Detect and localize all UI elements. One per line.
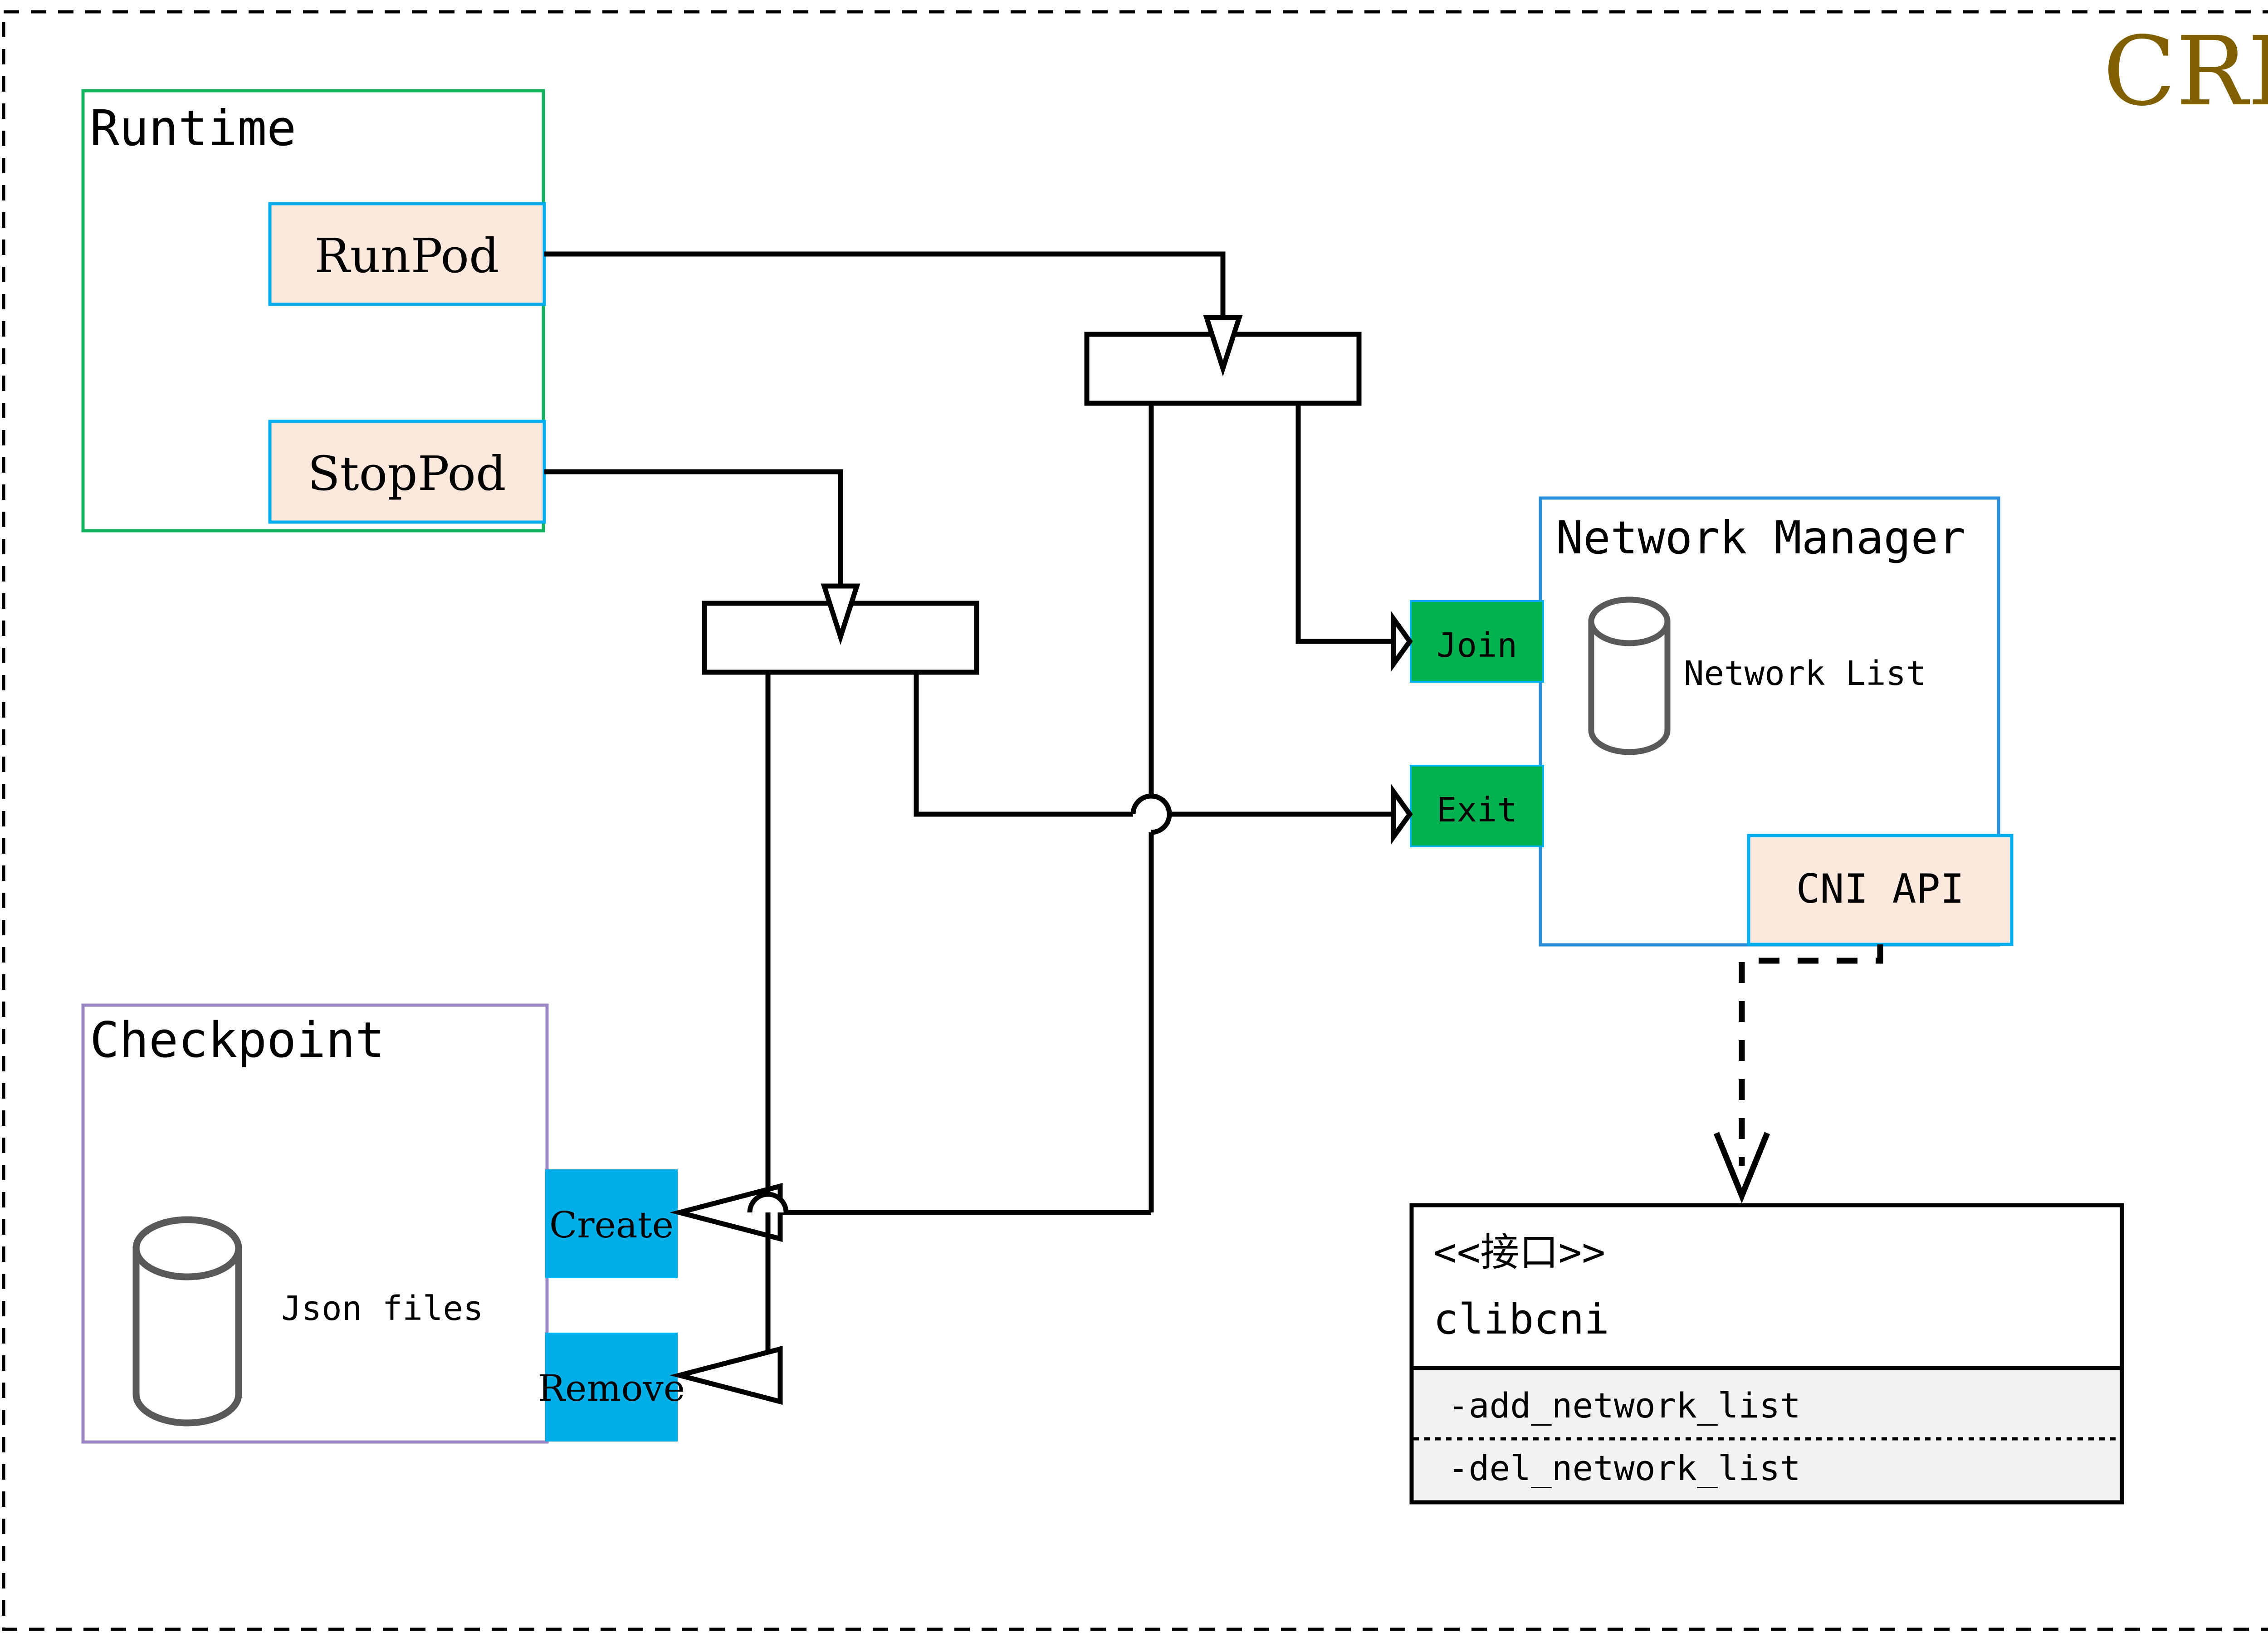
clibcni-method-add: -add_network_list (1448, 1385, 1801, 1426)
stoppod-label: StopPod (308, 446, 506, 501)
clibcni-name: clibcni (1433, 1295, 1609, 1344)
runtime-package-label: Runtime (90, 100, 296, 157)
line-hop-create (747, 1192, 789, 1213)
runpod-box[interactable] (268, 202, 546, 306)
checkpoint-store-label: Json files (281, 1289, 484, 1328)
clibcni-methods-compartment (1409, 1366, 2124, 1505)
runpod-label: RunPod (314, 228, 499, 283)
exit-box[interactable] (1410, 765, 1544, 847)
create-label: Create (549, 1204, 674, 1246)
cni-api-box[interactable] (1747, 834, 2014, 946)
create-box[interactable] (545, 1169, 678, 1278)
database-cylinder-icon (1588, 596, 1671, 755)
connector-fork-to-exit (914, 672, 1413, 845)
outer-dashed-frame (2, 10, 2268, 1631)
connector-runpod-to-fork (544, 251, 1243, 376)
clibcni-method-del: -del_network_list (1448, 1448, 1801, 1488)
connector-stoppod-to-fork (544, 469, 860, 645)
connector-fork-to-create (670, 403, 1172, 1242)
join-box[interactable] (1410, 600, 1544, 683)
database-cylinder-icon (132, 1216, 242, 1427)
remove-label: Remove (538, 1367, 685, 1409)
remove-box[interactable] (545, 1333, 678, 1442)
connector-cniapi-to-clibcni (1713, 944, 1883, 1204)
network-manager-store-label: Network List (1684, 654, 1926, 693)
cni-api-label: CNI API (1796, 865, 1965, 912)
connector-fork-to-join (1295, 403, 1413, 672)
stoppod-box[interactable] (268, 420, 546, 524)
page-title: CRI (2103, 16, 2268, 127)
network-manager-package-label: Network Manager (1556, 511, 1965, 564)
clibcni-stereotype: <<接口>> (1433, 1230, 1605, 1275)
connector-fork-to-remove (670, 672, 783, 1405)
join-label: Join (1437, 626, 1517, 665)
checkpoint-package-label: Checkpoint (90, 1012, 385, 1069)
exit-label: Exit (1437, 791, 1517, 830)
